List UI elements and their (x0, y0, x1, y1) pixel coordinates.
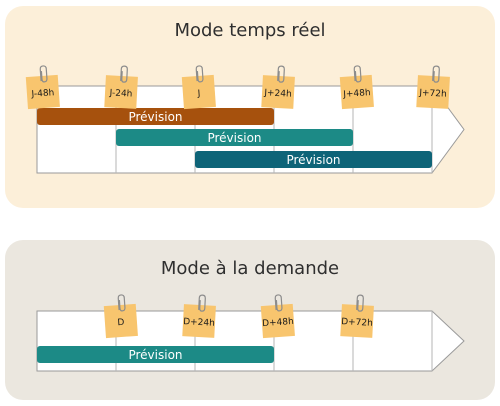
realtime-note-label: J+72h (418, 88, 447, 99)
realtime-sticky-note (339, 74, 374, 110)
realtime-note-label: J (196, 89, 200, 99)
paperclip-icon (277, 65, 285, 83)
realtime-note-label: J+24h (263, 88, 292, 99)
paperclip-icon (356, 294, 364, 312)
realtime-note-label: J-48h (30, 88, 54, 100)
paperclip-icon (432, 65, 440, 83)
realtime-forecast-bar-label: Prévision (207, 131, 261, 145)
realtime-forecast-bar-label: Prévision (286, 153, 340, 167)
ondemand-time-note: D (103, 294, 138, 339)
ondemand-note-label: D+72h (341, 317, 373, 329)
realtime-sticky-note (25, 74, 60, 110)
ondemand-note-label: D+24h (183, 317, 215, 329)
realtime-forecast-bar (37, 108, 274, 125)
realtime-sticky-note (416, 75, 450, 109)
realtime-time-note: J+24h (261, 65, 295, 109)
paperclip-icon (195, 65, 204, 83)
ondemand-sticky-note (340, 304, 374, 338)
realtime-sticky-note (181, 74, 216, 110)
ondemand-sticky-note (260, 303, 295, 339)
ondemand-note-label: D+48h (262, 317, 294, 329)
realtime-note-label: J-24h (108, 88, 132, 99)
ondemand-mode-title: Mode à la demande (160, 258, 340, 279)
ondemand-time-note: D+72h (340, 294, 374, 338)
ondemand-sticky-note (182, 304, 216, 338)
ondemand-note-label: D (117, 318, 125, 328)
realtime-sticky-note (261, 75, 295, 109)
ondemand-time-note: D+24h (182, 294, 216, 338)
realtime-note-label: J+48h (342, 88, 371, 100)
paperclip-icon (39, 65, 48, 83)
ondemand-forecast-bar (37, 346, 274, 363)
paperclip-icon (117, 294, 126, 312)
paperclip-icon (198, 294, 206, 312)
realtime-forecast-bar (195, 151, 432, 168)
realtime-time-note: J+72h (416, 65, 450, 109)
realtime-sticky-note (104, 75, 138, 109)
realtime-forecast-bar (116, 129, 353, 146)
ondemand-time-note: D+48h (260, 294, 295, 339)
paperclip-icon (274, 294, 283, 312)
paperclip-icon (353, 65, 362, 83)
ondemand-forecast-bar-label: Prévision (128, 348, 182, 362)
realtime-time-note: J+48h (339, 65, 374, 110)
paperclip-icon (120, 65, 128, 83)
realtime-time-note: J (181, 65, 216, 110)
realtime-time-note: J-48h (25, 65, 60, 110)
realtime-mode-title: Mode temps réel (174, 20, 326, 41)
ondemand-sticky-note (103, 303, 138, 339)
realtime-forecast-bar-label: Prévision (128, 110, 182, 124)
realtime-time-note: J-24h (104, 65, 138, 109)
